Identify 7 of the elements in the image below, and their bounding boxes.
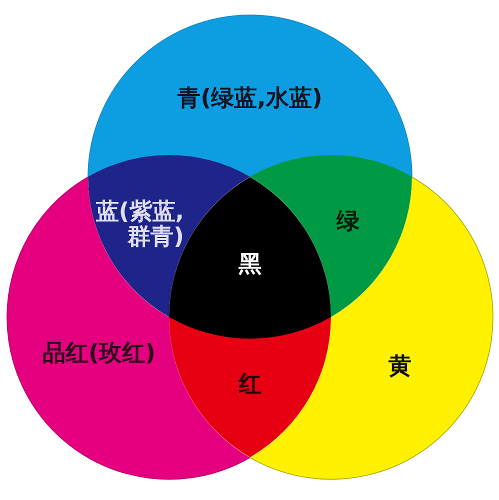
region-label: 红 <box>238 372 262 398</box>
region-label: 青(绿蓝,水蓝) <box>178 86 322 112</box>
region-label: 蓝(紫蓝,群青) <box>94 200 184 250</box>
region-label: 绿 <box>336 210 360 234</box>
region-label: 黄 <box>388 354 412 380</box>
region-label: 黑 <box>238 252 262 278</box>
region-label: 品红(玫红) <box>42 341 156 366</box>
